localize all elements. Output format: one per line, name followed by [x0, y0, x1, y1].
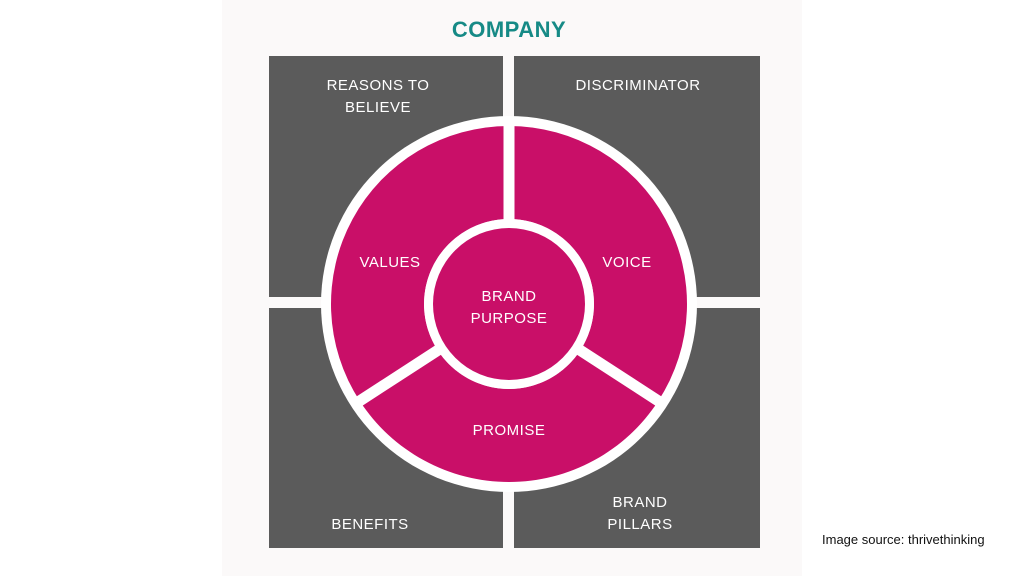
ring-label-voice: VOICE	[602, 254, 651, 271]
quadrant-label-benefits: BENEFITS	[331, 516, 408, 533]
center-label-line1: BRAND	[481, 288, 536, 305]
ring-label-values: VALUES	[359, 254, 420, 271]
ring-segment-voice	[509, 126, 687, 401]
quadrant-label-reasons-line1: REASONS TO	[327, 77, 430, 94]
ring-segment-values	[331, 126, 509, 401]
ring-segment-promise	[359, 350, 659, 482]
ring-separator-lower-right	[575, 344, 665, 408]
quadrant-label-brand-pillars-line1: BRAND	[612, 494, 667, 511]
quadrant-label-discriminator: DISCRIMINATOR	[575, 77, 700, 94]
center-brand-purpose	[433, 228, 585, 380]
center-label-line2: PURPOSE	[471, 310, 548, 327]
ring-separator-lower-left	[353, 344, 443, 408]
diagram-title: COMPANY	[452, 17, 566, 42]
ring-label-promise: PROMISE	[473, 422, 546, 439]
quadrant-label-brand-pillars-line2: PILLARS	[607, 516, 672, 533]
image-source-caption: Image source: thrivethinking	[822, 532, 985, 547]
quadrant-label-reasons-line2: BELIEVE	[345, 99, 411, 116]
